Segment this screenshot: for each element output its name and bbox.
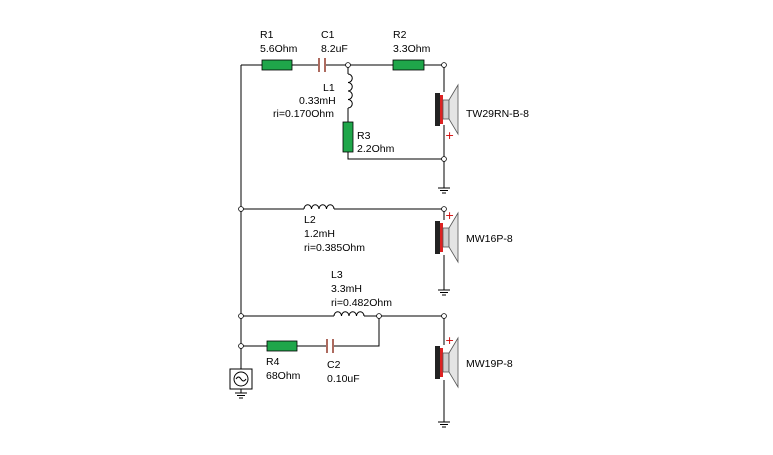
node — [441, 206, 447, 212]
c1-value: 8.2uF — [321, 43, 348, 55]
midwoofer2-model-label: MW19P-8 — [466, 358, 513, 370]
speaker-midwoofer-2[interactable]: + MW19P-8 — [435, 334, 513, 389]
l2-name: L2 — [304, 214, 316, 226]
speaker-magnet — [435, 221, 440, 254]
sine-wave-icon — [235, 376, 247, 382]
resistor-r4-body — [266, 340, 298, 352]
midwoofer1-model-label: MW16P-8 — [466, 233, 513, 245]
speaker-magnet — [435, 93, 440, 126]
l3-name: L3 — [331, 269, 343, 281]
speaker-tweeter[interactable]: + TW29RN-B-8 — [435, 83, 529, 142]
resistor-r2-body — [392, 59, 425, 71]
l2-value: 1.2mH — [304, 228, 335, 240]
node — [238, 343, 244, 349]
polarity-plus-sign: + — [445, 129, 454, 142]
resistor-r2[interactable]: R2 3.3Ohm — [392, 29, 431, 71]
l1-name: L1 — [323, 82, 335, 94]
resistor-r1[interactable]: R1 5.6Ohm — [260, 29, 298, 71]
speaker-icon — [448, 83, 459, 136]
speaker-coil — [440, 95, 443, 124]
inductor-l1[interactable]: L1 0.33mH ri=0.170Ohm — [273, 73, 353, 120]
speaker-magnet — [435, 346, 440, 379]
node — [376, 313, 382, 319]
resistor-r1-body — [261, 59, 293, 71]
l3-resistance: ri=0.482Ohm — [331, 297, 392, 309]
r1-name: R1 — [260, 29, 274, 41]
midwoofer1-branch-wire — [241, 208, 445, 220]
l3-value: 3.3mH — [331, 283, 362, 295]
signal-source[interactable] — [229, 368, 253, 399]
c1-name: C1 — [321, 29, 335, 41]
l1-value: 0.33mH — [299, 95, 336, 107]
node — [441, 62, 447, 68]
r2-value: 3.3Ohm — [393, 43, 431, 55]
tweeter-model-label: TW29RN-B-8 — [466, 108, 529, 120]
inductor-l2[interactable]: L2 1.2mH ri=0.385Ohm — [303, 204, 365, 254]
zobel-branch-wire — [241, 316, 380, 347]
node — [441, 313, 447, 319]
l1-resistance: ri=0.170Ohm — [273, 108, 334, 120]
polarity-plus-sign: + — [445, 334, 454, 347]
node — [238, 313, 244, 319]
ground-icon — [438, 187, 450, 194]
r2-name: R2 — [393, 29, 407, 41]
polarity-plus-sign: + — [445, 209, 454, 222]
speaker-frame — [442, 352, 450, 373]
node — [238, 206, 244, 212]
inductor-l2-coil — [303, 204, 335, 210]
ground-icon — [438, 421, 450, 428]
r4-value: 68Ohm — [266, 370, 301, 382]
inductor-l3[interactable]: L3 3.3mH ri=0.482Ohm — [331, 269, 392, 317]
speaker-midwoofer-1[interactable]: + MW16P-8 — [435, 209, 513, 264]
speaker-icon — [448, 336, 459, 389]
ground-icon — [438, 289, 450, 296]
speaker-frame — [442, 99, 450, 120]
l2-resistance: ri=0.385Ohm — [304, 242, 365, 254]
inductor-l1-coil — [347, 73, 353, 109]
wires — [240, 64, 445, 422]
speaker-frame — [442, 227, 450, 248]
node — [345, 62, 351, 68]
capacitor-c1[interactable]: C1 8.2uF — [318, 29, 348, 72]
resistor-r4[interactable]: R4 68Ohm — [266, 340, 301, 382]
r3-name: R3 — [357, 130, 371, 142]
capacitor-c2[interactable]: C2 0.10uF — [326, 339, 360, 385]
ground-icon — [235, 392, 247, 399]
tweeter-branch-wire — [241, 64, 445, 92]
r1-value: 5.6Ohm — [260, 43, 298, 55]
signal-source-circle — [233, 371, 249, 387]
resistor-r3[interactable]: R3 2.2Ohm — [342, 121, 395, 155]
node — [441, 156, 447, 162]
inductor-l3-coil — [333, 311, 365, 317]
junction-nodes — [238, 62, 447, 349]
c2-name: C2 — [327, 359, 341, 371]
speaker-coil — [440, 348, 443, 377]
speaker-icon — [448, 211, 459, 264]
c2-value: 0.10uF — [327, 373, 360, 385]
resistor-r3-body — [342, 121, 354, 153]
speaker-coil — [440, 223, 443, 252]
r4-name: R4 — [266, 356, 280, 368]
r3-value: 2.2Ohm — [357, 143, 395, 155]
